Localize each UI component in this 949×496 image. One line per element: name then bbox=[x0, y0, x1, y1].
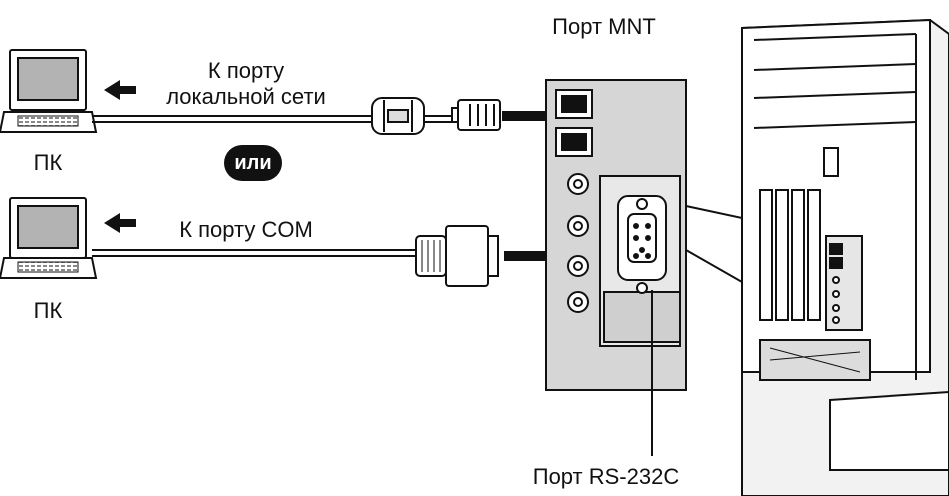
com-port-label: К порту COM bbox=[179, 217, 313, 242]
or-badge: или bbox=[224, 145, 282, 181]
rj45-plug-icon bbox=[451, 99, 501, 131]
pc-bottom-icon bbox=[0, 197, 98, 279]
lan-port-label-line2: локальной сети bbox=[166, 84, 326, 109]
com-cable bbox=[92, 249, 416, 257]
db9-connector-icon bbox=[415, 225, 499, 287]
arrow-left-icon bbox=[104, 80, 136, 233]
mnt-port-label: Порт MNT bbox=[552, 14, 656, 39]
pbx-cabinet-icon bbox=[741, 18, 949, 496]
pc-top-icon bbox=[0, 49, 98, 133]
pc-bottom-label: ПК bbox=[34, 298, 63, 323]
port-panel bbox=[545, 79, 687, 391]
lan-port-label-line1: К порту bbox=[208, 58, 284, 83]
rs232-port-label: Порт RS-232C bbox=[533, 464, 680, 489]
pc-top-label: ПК bbox=[34, 150, 63, 175]
ferrite-core-icon bbox=[371, 97, 425, 135]
